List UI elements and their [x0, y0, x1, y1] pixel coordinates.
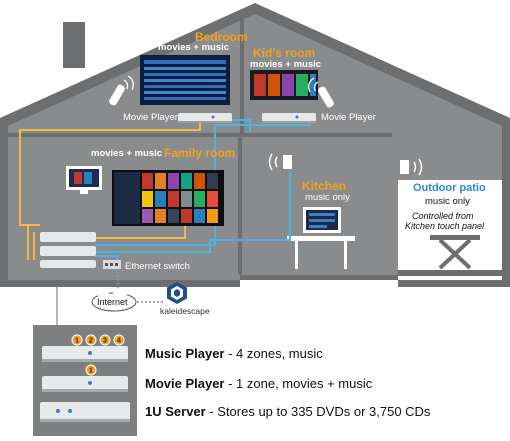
zone-badge-text-4: 4	[117, 338, 121, 345]
family-room-desc: movies + music	[91, 148, 163, 159]
zone-badge-4	[113, 334, 125, 346]
patio-table-icon	[430, 235, 480, 270]
bedroom-title: Bedroom	[195, 30, 248, 44]
family-room-title: Family room	[164, 146, 236, 160]
chimney	[63, 22, 85, 68]
zone-badge-text-3: 3	[103, 338, 107, 345]
kids-room-desc: movies + music	[250, 59, 322, 70]
kids-room-remote-icon	[308, 77, 334, 108]
bedroom-remote-icon	[109, 75, 134, 106]
ethernet-switch-label: Ethernet switch	[125, 261, 190, 272]
zone-badge-1	[71, 334, 83, 346]
legend-server-name: 1U Server	[145, 404, 206, 419]
family-room-tv-icon	[66, 166, 102, 194]
music-player-unit	[42, 346, 128, 362]
legend-server: 1U Server - Stores up to 335 DVDs or 3,7…	[145, 404, 430, 419]
zone-badge-text-1: 1	[75, 338, 79, 345]
bedroom-device-label: Movie Player	[123, 112, 178, 123]
patio-note-line1: Controlled from	[412, 211, 474, 221]
legend-music-player-name: Music Player	[145, 346, 225, 361]
kaleidescape-logo	[167, 282, 187, 304]
ethernet-switch-icon	[103, 260, 121, 269]
patio-area	[398, 180, 502, 280]
server-unit	[40, 402, 130, 422]
kitchen-table-icon	[287, 236, 355, 269]
kids-room-title: Kid’s room	[253, 46, 316, 60]
kitchen-title: Kitchen	[302, 179, 347, 193]
internet-cloud-icon	[91, 288, 137, 312]
bedroom-movie-player-icon	[178, 113, 232, 123]
equipment-rack-icon	[40, 232, 96, 268]
kitchen-desc: music only	[305, 192, 350, 203]
patio-title: Outdoor patio	[413, 182, 486, 194]
legend-movie-player-name: Movie Player	[145, 376, 225, 391]
legend-movie-player: Movie Player - 1 zone, movies + music	[145, 376, 372, 391]
movie-zone-badge-text: 1	[89, 368, 93, 375]
zone-badge-2	[85, 334, 97, 346]
kids-room-device-label: Movie Player	[321, 112, 376, 123]
kids-room-tv-screen	[250, 70, 318, 100]
bedroom-tv-screen	[140, 55, 230, 105]
bedroom-desc: movies + music	[158, 42, 230, 53]
legend-music-player: Music Player - 4 zones, music	[145, 346, 323, 361]
kitchen-touch-panel-icon	[303, 207, 341, 233]
legend-movie-player-desc: - 1 zone, movies + music	[224, 376, 373, 391]
kitchen-speaker-icon	[268, 153, 292, 171]
family-room-screen	[112, 170, 224, 226]
legend-music-player-desc: - 4 zones, music	[224, 346, 323, 361]
zone-badge-text-2: 2	[89, 338, 93, 345]
brand-label: kaleidescape	[160, 306, 210, 316]
patio-speaker-icon	[400, 158, 423, 176]
legend-server-desc: - Stores up to 335 DVDs or 3,750 CDs	[205, 404, 431, 419]
network-cables	[19, 118, 311, 268]
zone-badge-3	[99, 334, 111, 346]
movie-player-unit	[42, 376, 128, 392]
internet-label: Internet	[97, 297, 128, 307]
patio-desc: music only	[425, 196, 470, 207]
patio-note-line2: Kitchen touch panel	[405, 221, 485, 231]
kids-movie-player-icon	[262, 113, 316, 123]
movie-zone-badge	[85, 364, 97, 376]
